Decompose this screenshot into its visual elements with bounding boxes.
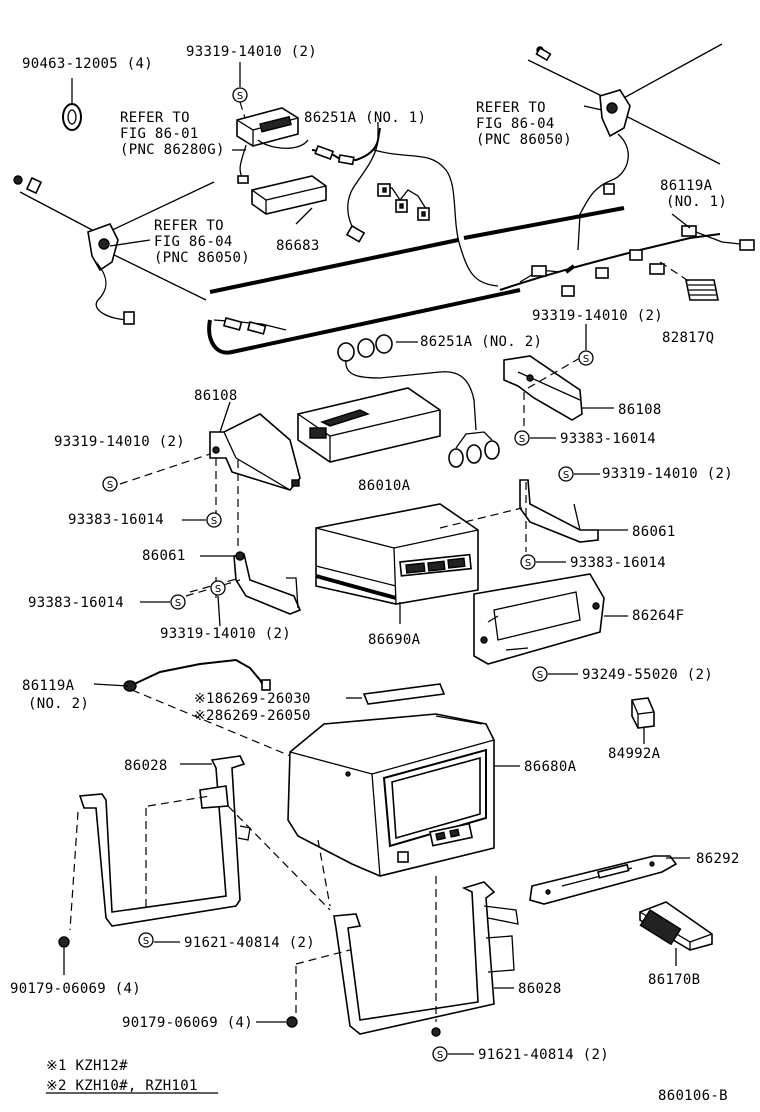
leader-lines: [46, 105, 691, 1094]
bracket-86108-right: [503, 355, 583, 421]
svg-text:S: S: [107, 480, 113, 491]
label-93383-l2: 93383-16014: [28, 595, 124, 611]
label-90179-bottom: 90179-06069 (4): [122, 1015, 253, 1031]
switch-84992a: [631, 697, 655, 729]
label-86119a-no2-b: (NO. 2): [28, 696, 89, 712]
refer3-line2: FIG 86-04: [154, 234, 233, 250]
refer3-line1: REFER TO: [154, 218, 224, 234]
footnote-2: ※2 KZH10#, RZH101: [46, 1078, 198, 1094]
label-93383-l1: 93383-16014: [68, 512, 164, 528]
label-86119a-no2-a: 86119A: [22, 678, 75, 694]
label-186269: ※186269-26030: [194, 691, 311, 707]
label-91621-bottom: 91621-40814 (2): [478, 1047, 609, 1063]
refer2-line3: (PNC 86050): [476, 132, 572, 148]
label-86028-right: 86028: [518, 981, 562, 997]
label-84992a: 84992A: [608, 746, 661, 762]
svg-text:S: S: [525, 558, 531, 569]
cable-86119a-no2: [123, 658, 301, 761]
refer2-line2: FIG 86-04: [476, 116, 555, 132]
label-86028-left: 86028: [124, 758, 168, 774]
part-86690a-player: [315, 503, 479, 605]
refer1-line1: REFER TO: [120, 110, 190, 126]
bracket-86061-right: [519, 479, 599, 543]
antenna-left: [13, 175, 215, 325]
label-90179-left: 90179-06069 (4): [10, 981, 141, 997]
label-86292: 86292: [696, 851, 740, 867]
label-93249: 93249-55020 (2): [582, 667, 713, 683]
footnote-1: ※1 KZH12#: [46, 1058, 128, 1074]
monitor-86680a: [287, 713, 495, 877]
bracket-86061-left: [233, 551, 302, 615]
label-93319-r1: 93319-14010 (2): [532, 308, 663, 324]
part-86683-box: [251, 175, 327, 215]
label-86119a-no1-b: (NO. 1): [666, 194, 727, 210]
labels: 90463-12005 (4) 93319-14010 (2) REFER TO…: [10, 44, 740, 1104]
antenna-right: [527, 43, 723, 251]
svg-text:S: S: [215, 584, 221, 595]
bracket-86028-left: [58, 755, 331, 975]
svg-text:S: S: [537, 670, 543, 681]
svg-text:S: S: [583, 354, 589, 365]
bracket-86108-left: [209, 413, 301, 491]
label-86108-right: 86108: [618, 402, 662, 418]
refer1-line2: FIG 86-01: [120, 126, 199, 142]
refer3-line3: (PNC 86050): [154, 250, 250, 266]
label-86061-right: 86061: [632, 524, 676, 540]
svg-text:S: S: [437, 1050, 443, 1061]
clamp-90463: [62, 78, 82, 131]
svg-text:S: S: [211, 516, 217, 527]
label-86683: 86683: [276, 238, 320, 254]
label-93319-r2: 93319-14010 (2): [602, 466, 733, 482]
label-86251a-no2: 86251A (NO. 2): [420, 334, 542, 350]
cable-86251a-no1: [311, 127, 499, 287]
figure-id: 860106-B: [658, 1088, 728, 1104]
control-module-86280g: [236, 107, 309, 184]
label-86264f: 86264F: [632, 608, 684, 624]
refer1-line3: (PNC 86280G): [120, 142, 225, 158]
refer2-line1: REFER TO: [476, 100, 546, 116]
label-93319-l1: 93319-14010 (2): [54, 434, 185, 450]
label-286269: ※286269-26050: [194, 708, 311, 724]
label-93319-top: 93319-14010 (2): [186, 44, 317, 60]
label-86680a: 86680A: [524, 759, 577, 775]
part-86010a-unit: [297, 387, 441, 463]
strip-86269: [362, 683, 446, 705]
screw-symbol-93319-top: S: [232, 62, 248, 119]
label-86119a-no1-a: 86119A: [660, 178, 713, 194]
label-93383-r1: 93383-16014: [560, 431, 656, 447]
label-86108-left: 86108: [194, 388, 238, 404]
label-91621-left: 91621-40814 (2): [184, 935, 315, 951]
label-86690a: 86690A: [368, 632, 421, 648]
label-86010a: 86010A: [358, 478, 411, 494]
label-82817q: 82817Q: [662, 330, 714, 346]
label-93383-r2: 93383-16014: [570, 555, 666, 571]
bracket-86028-right: [286, 876, 519, 1037]
cable-86251a-no2: [337, 334, 500, 468]
bezel-86264f: [473, 573, 605, 665]
harness-upper: [207, 206, 625, 355]
label-86061-left: 86061: [142, 548, 186, 564]
svg-text:S: S: [143, 936, 149, 947]
screw-symbols: S S S S S S S S S S S: [102, 350, 594, 1062]
remote-86170b: [639, 901, 713, 951]
label-93319-l2: 93319-14010 (2): [160, 626, 291, 642]
label-86251a-no1: 86251A (NO. 1): [304, 110, 426, 126]
handle-86292: [529, 855, 678, 905]
svg-text:S: S: [237, 91, 243, 102]
label-86170b: 86170B: [648, 972, 700, 988]
label-plate-82817q: [659, 261, 719, 301]
harness-86119a-no1: [499, 225, 755, 297]
svg-text:S: S: [175, 598, 181, 609]
svg-text:S: S: [563, 470, 569, 481]
label-90463: 90463-12005 (4): [22, 56, 153, 72]
svg-text:S: S: [519, 434, 525, 445]
